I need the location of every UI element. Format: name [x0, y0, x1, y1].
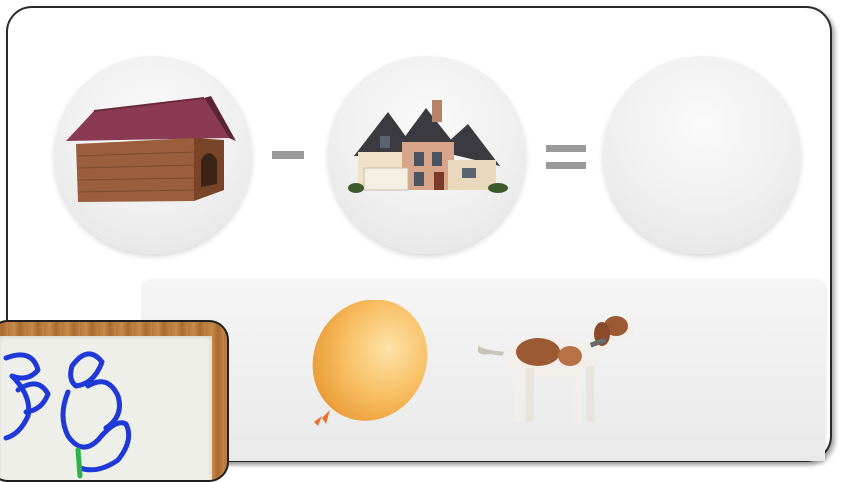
dog-house-icon — [54, 56, 252, 254]
answer-drop-slot[interactable] — [603, 56, 801, 254]
choice-dog[interactable] — [478, 308, 643, 433]
balloon-icon — [300, 300, 435, 435]
operand-circle-1 — [54, 56, 252, 254]
house-icon — [328, 56, 526, 254]
choice-balloon[interactable] — [300, 300, 435, 435]
operand-circle-2 — [328, 56, 526, 254]
minus-operator — [272, 151, 304, 159]
scribble-drawing — [0, 336, 212, 482]
equals-operator-bottom — [546, 162, 586, 169]
dog-icon — [478, 308, 643, 433]
drawing-canvas[interactable] — [0, 336, 212, 482]
equals-operator-top — [546, 145, 586, 152]
drawing-board[interactable] — [0, 320, 229, 482]
